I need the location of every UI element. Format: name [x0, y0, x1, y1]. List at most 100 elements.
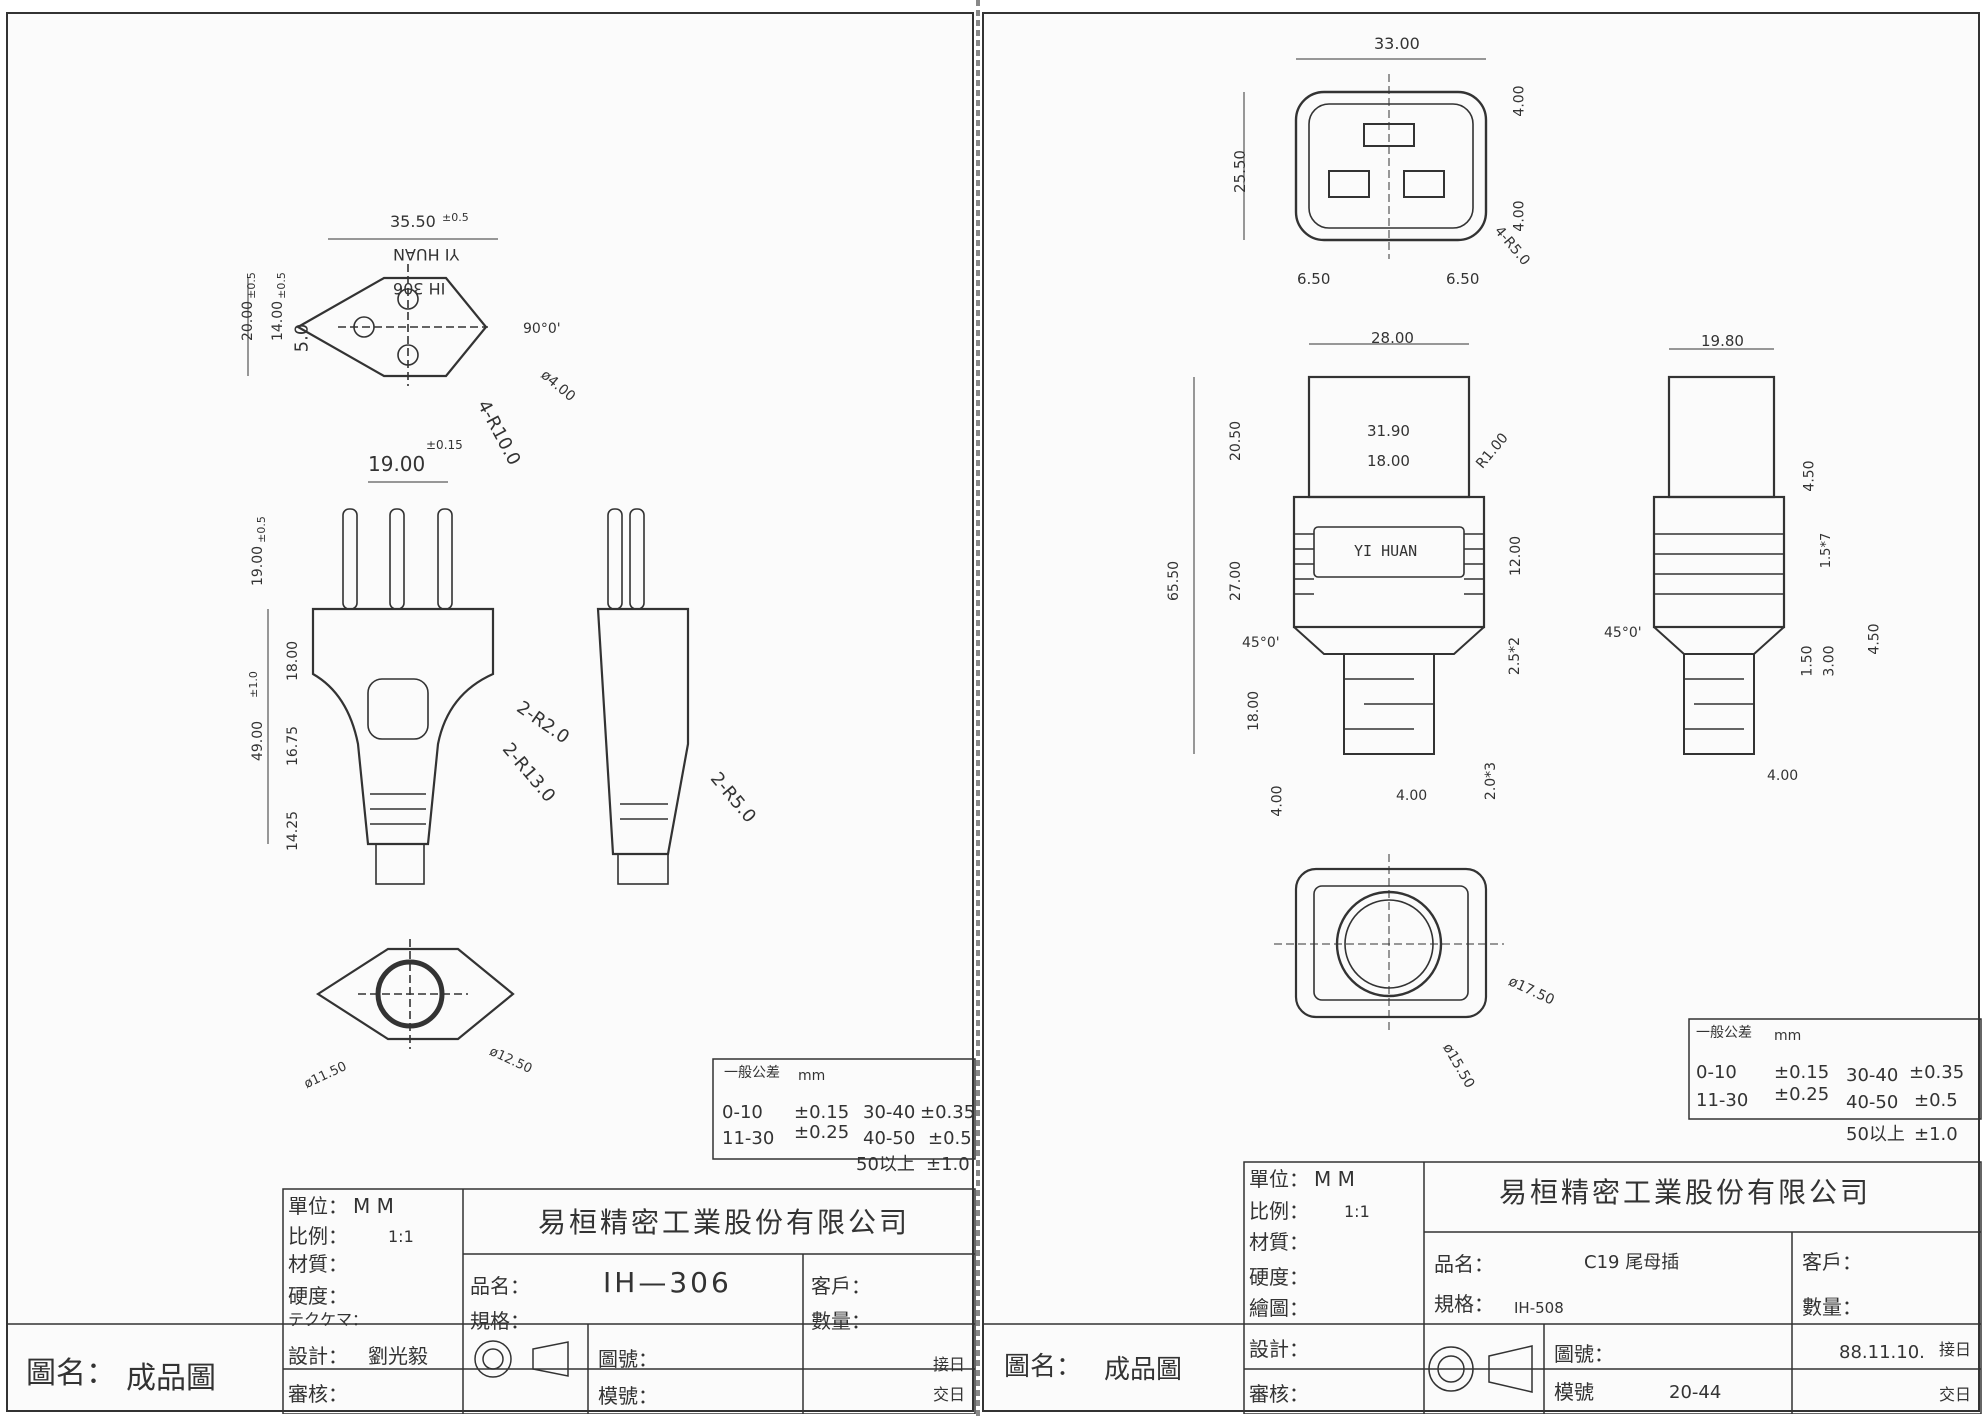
tolerance-value-50-plus: ±1.0	[1914, 1124, 1958, 1145]
plug-front-view	[311, 508, 495, 885]
unit-label: 單位：	[1249, 1167, 1309, 1191]
material-label: 材質：	[1249, 1230, 1309, 1254]
unit-value: M M	[1314, 1167, 1355, 1191]
tolerance-value-40-50: ±0.5	[928, 1128, 972, 1149]
drawing-name-label: 圖名：	[1004, 1352, 1083, 1382]
design-label: 設計：	[1249, 1337, 1309, 1361]
tolerance-value-50-plus: ±1.0	[926, 1154, 970, 1175]
dim-pin-spacing-19-00: 19.00	[368, 452, 426, 476]
dim-6-50-right: 6.50	[1446, 270, 1480, 288]
tolerance-range-40-50: 40-50	[1846, 1092, 1899, 1113]
tolerance-title: 一般公差	[1696, 1025, 1752, 1041]
date-value: 88.11.10.	[1839, 1342, 1925, 1363]
review-label: 審核：	[288, 1382, 348, 1406]
connector-bottom-view	[1274, 854, 1504, 1034]
dim-33-00: 33.00	[1374, 34, 1420, 53]
dim-angle-45-front: 45°0'	[1242, 635, 1280, 651]
tolerance-value-0-10: ±0.15	[1774, 1062, 1830, 1083]
right-title-block-frame	[984, 1161, 1982, 1414]
dim-tol-49-00: ±1.0	[246, 671, 260, 698]
dim-14-00: 14.00	[270, 300, 287, 342]
dim-tol-20-00: ±0.5	[244, 272, 258, 299]
dim-tol-pin-length: ±0.5	[254, 516, 268, 543]
quantity-label: 數量：	[811, 1309, 871, 1333]
drawing-name-value: 成品圖	[1104, 1355, 1183, 1385]
hardness-label: 硬度：	[1249, 1265, 1309, 1289]
plug-top-view	[295, 264, 488, 386]
spec-label: 規格：	[470, 1309, 530, 1333]
designer-name: 劉光毅	[368, 1344, 428, 1368]
tolerance-range-11-30: 11-30	[722, 1128, 775, 1149]
material-label: 材質：	[288, 1252, 348, 1276]
dim-side-4-50-bottom: 4.50	[1866, 623, 1883, 655]
product-name-value: IH—306	[603, 1266, 732, 1299]
scale-label: 比例：	[288, 1224, 348, 1248]
received-date-label: 接日	[1939, 1340, 1972, 1359]
tolerance-value-30-40: ±0.35	[920, 1102, 976, 1123]
dim-front-4-00-left: 4.00	[1269, 785, 1286, 817]
tolerance-range-11-30: 11-30	[1696, 1090, 1749, 1111]
dim-18-00: 18.00	[285, 640, 302, 682]
dim-side-4-00: 4.00	[1767, 768, 1799, 784]
tolerance-range-50-plus: 50以上	[1846, 1124, 1905, 1145]
plug-side-view	[596, 508, 690, 885]
dim-49-00: 49.00	[250, 720, 267, 762]
tolerance-title: 一般公差	[724, 1065, 780, 1081]
dim-front-4-00-bottom: 4.00	[1396, 788, 1428, 804]
connector-face-view	[1294, 74, 1488, 259]
dim-19-80: 19.80	[1701, 332, 1744, 350]
dim-tol-0-15: ±0.15	[426, 438, 463, 452]
mold-number-value: 20-44	[1669, 1382, 1722, 1403]
unit-value: M M	[353, 1194, 394, 1218]
tolerance-value-11-30: ±0.25	[1774, 1084, 1830, 1105]
dim-28-00: 28.00	[1371, 329, 1414, 347]
product-name-value: C19 尾母插	[1584, 1252, 1680, 1273]
dim-6-50-left: 6.50	[1297, 270, 1331, 288]
tolerance-value-0-10: ±0.15	[794, 1102, 850, 1123]
product-model-mark: IH 306	[393, 279, 446, 298]
product-name-label: 品名：	[1434, 1252, 1494, 1276]
drawer-label: 繪圖：	[1249, 1296, 1309, 1320]
drawing-number-label: 圖號：	[1554, 1342, 1614, 1366]
unit-label: 單位：	[288, 1194, 348, 1218]
delivered-date-label: 交日	[1939, 1385, 1972, 1404]
tolerance-value-11-30: ±0.25	[794, 1122, 850, 1143]
spec-label: 規格：	[1434, 1292, 1494, 1316]
design-label: 設計：	[288, 1344, 348, 1368]
delivered-date-label: 交日	[933, 1385, 966, 1404]
dim-35-50: 35.50	[390, 212, 436, 231]
mold-number-label: 模號：	[598, 1384, 658, 1408]
product-logo-mark: YI HUAN	[393, 245, 460, 264]
connector-front-view	[1292, 375, 1486, 755]
dim-angle-90: 90°0'	[523, 321, 561, 337]
dim-20-50: 20.50	[1228, 420, 1245, 462]
dim-14-25: 14.25	[285, 810, 302, 852]
sheet-divider	[976, 0, 980, 1420]
customer-label: 客戶：	[1802, 1250, 1862, 1274]
company-name: 易桓精密工業股份有限公司	[1499, 1176, 1872, 1209]
tolerance-unit: mm	[1774, 1028, 1802, 1044]
dim-18-00-bottom: 18.00	[1246, 690, 1263, 732]
tolerance-range-50-plus: 50以上	[856, 1154, 915, 1175]
dim-27-00: 27.00	[1228, 560, 1245, 602]
drawing-name-label: 圖名：	[26, 1356, 116, 1391]
quantity-label: 數量：	[1802, 1295, 1862, 1319]
company-name: 易桓精密工業股份有限公司	[538, 1206, 911, 1239]
tolerance-unit: mm	[798, 1068, 826, 1084]
dim-20-00: 20.00	[240, 300, 257, 342]
tolerance-range-40-50: 40-50	[863, 1128, 916, 1149]
dim-1-50: 1.50	[1799, 645, 1816, 677]
scale-value: 1:1	[388, 1227, 414, 1246]
connector-logo-mark: YI HUAN	[1354, 542, 1418, 560]
tolerance-value-40-50: ±0.5	[1914, 1090, 1958, 1111]
dim-1-5x7: 1.5*7	[1819, 532, 1835, 569]
scale-label: 比例：	[1249, 1199, 1309, 1223]
connector-side-view	[1652, 375, 1786, 755]
dim-2-0x3: 2.0*3	[1483, 761, 1500, 801]
dim-25-50: 25.50	[1230, 150, 1249, 193]
dim-65-50: 65.50	[1166, 560, 1183, 602]
drawing-sheet-ih-306: YI HUAN IH 306 35.50 ±0.5 20.00 ±0.5 14.…	[6, 12, 976, 1414]
dim-face-4-00-top: 4.00	[1511, 85, 1528, 117]
scale-value: 1:1	[1344, 1202, 1370, 1221]
spec-extra-label: テクケマ：	[288, 1310, 369, 1329]
